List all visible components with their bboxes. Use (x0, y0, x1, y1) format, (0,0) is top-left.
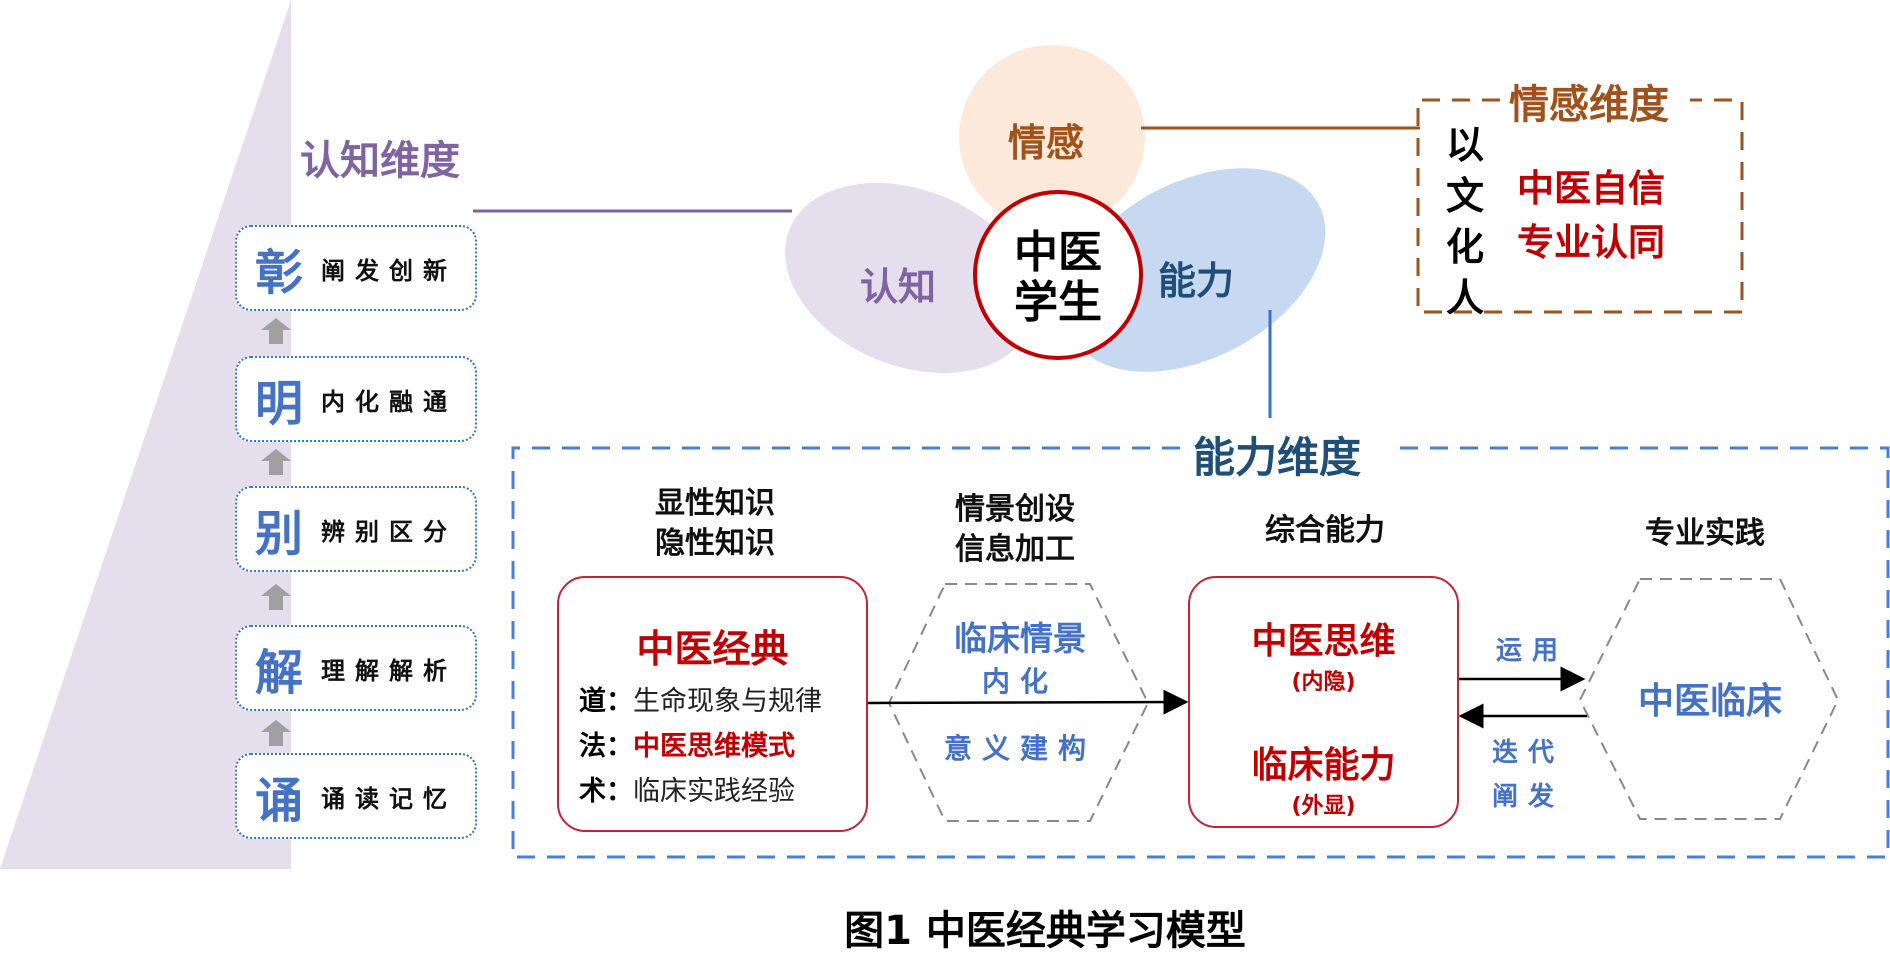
column-heading-scenario: 情景创设 信息加工 (920, 490, 1110, 570)
practice-hexagon (1578, 578, 1840, 820)
emotion-item: 专业认同 (1517, 221, 1665, 264)
iterate-label-line1: 迭代 (1492, 738, 1565, 768)
column-heading-knowledge: 显性知识 隐性知识 (620, 484, 810, 564)
iterate-label-line2: 阐发 (1492, 782, 1565, 812)
row-label: 术： (579, 776, 633, 807)
level-box-jie: 解 理解解析 (235, 625, 477, 711)
row-label: 法： (579, 731, 633, 762)
cognition-pyramid (0, 0, 291, 869)
petal-ability (1064, 168, 1326, 372)
up-arrow-icon (261, 584, 291, 610)
ability-dashed-box (511, 446, 1890, 859)
row-label: 道： (579, 686, 633, 717)
ability-top-sub: (内隐) (1291, 670, 1356, 695)
level-box-zhang: 彰 阐发创新 (235, 225, 477, 311)
ability-box: 中医思维 (内隐) 临床能力 (外显) (1188, 576, 1459, 828)
row-text: 临床实践经验 (633, 776, 795, 807)
classics-row-dao: 道：生命现象与规律 (579, 679, 866, 724)
level-desc: 内化融通 (321, 386, 457, 416)
level-key: 解 (255, 645, 304, 701)
flow-arrow-main (867, 689, 1189, 715)
petal-ability-label: 能力 (1158, 259, 1235, 303)
ability-dimension-title: 能力维度 (1185, 424, 1370, 485)
center-label: 中医 学生 (990, 228, 1126, 328)
level-box-bie: 别 辨别区分 (235, 486, 477, 572)
emotion-item: 中医自信 (1517, 167, 1665, 210)
level-box-song: 诵 诵读记忆 (235, 753, 477, 839)
level-key: 明 (255, 376, 304, 432)
ability-bottom-sub: (外显) (1291, 794, 1356, 819)
level-key: 别 (255, 506, 304, 562)
figure-caption: 图1 中医经典学习模型 (844, 908, 1246, 954)
level-key: 诵 (255, 773, 304, 829)
level-desc: 诵读记忆 (321, 783, 457, 813)
heading-line: 情景创设 (955, 492, 1075, 527)
level-desc: 辨别区分 (321, 516, 457, 546)
row-text: 中医思维模式 (633, 731, 795, 762)
classics-title: 中医经典 (636, 627, 789, 671)
classics-row-fa: 法：中医思维模式 (579, 724, 866, 769)
column-heading-practice: 专业实践 (1610, 514, 1800, 554)
vertical-char: 人 (1445, 276, 1484, 320)
practice-title: 中医临床 (1637, 681, 1782, 722)
scenario-upper: 内化 (981, 665, 1058, 698)
petal-emotion (959, 45, 1145, 229)
heading-line: 专业实践 (1645, 516, 1765, 551)
vertical-char: 文 (1445, 174, 1484, 218)
level-desc: 理解解析 (321, 655, 457, 685)
scenario-lower: 意义建构 (943, 732, 1096, 765)
level-key: 彰 (255, 245, 304, 301)
level-box-ming: 明 内化融通 (235, 356, 477, 442)
heading-line: 隐性知识 (655, 526, 775, 561)
petal-cognition-label: 认知 (860, 265, 937, 309)
vertical-char: 化 (1445, 225, 1484, 269)
up-arrow-icon (261, 318, 291, 344)
heading-line: 显性知识 (655, 486, 775, 521)
level-desc: 阐发创新 (321, 255, 457, 285)
classics-row-shu: 术：临床实践经验 (579, 769, 866, 814)
apply-label: 运用 (1496, 636, 1569, 666)
petal-emotion-label: 情感 (1008, 121, 1085, 165)
up-arrow-icon (261, 449, 291, 475)
emotion-dashed-box (1416, 98, 1744, 314)
ability-top: 中医思维 (1251, 621, 1396, 662)
center-circle (973, 190, 1143, 360)
center-label-line2: 学生 (1014, 277, 1102, 328)
heading-line: 信息加工 (955, 532, 1075, 567)
vertical-char: 以 (1445, 123, 1484, 167)
cognitive-dimension-title: 认知维度 (300, 138, 460, 184)
center-label-line1: 中医 (1014, 227, 1102, 278)
emotion-items: 中医自信 专业认同 (1517, 162, 1665, 270)
petal-cognition (785, 182, 1035, 374)
up-arrow-icon (261, 720, 291, 746)
emotion-vertical-label: 以 文 化 人 (1445, 120, 1485, 324)
emotional-dimension-title: 情感维度 (1505, 72, 1673, 130)
column-heading-ability: 综合能力 (1230, 511, 1420, 551)
ability-bottom: 临床能力 (1251, 745, 1396, 786)
heading-line: 综合能力 (1265, 513, 1385, 548)
row-text: 生命现象与规律 (633, 686, 822, 717)
classics-box: 中医经典 道：生命现象与规律 法：中医思维模式 术：临床实践经验 (557, 576, 868, 832)
scenario-title: 临床情景 (954, 619, 1086, 658)
